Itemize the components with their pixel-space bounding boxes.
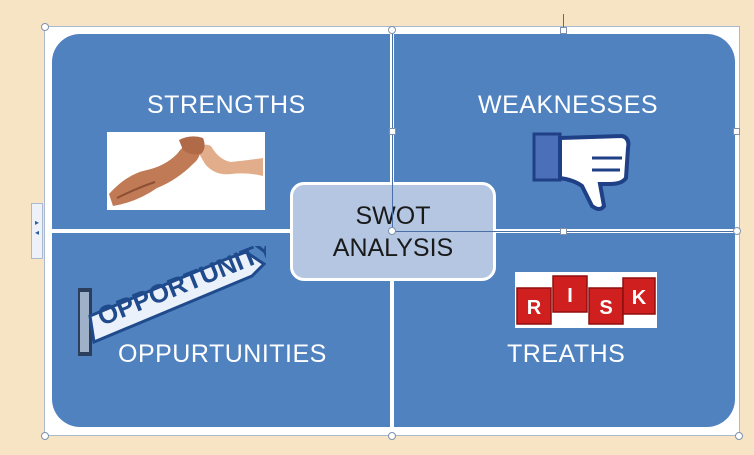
svg-text:S: S [599,297,612,319]
risk-block-r: R [516,287,552,325]
svg-text:I: I [567,285,573,307]
risk-block-s: S [588,287,624,325]
opportunities-label[interactable]: OPPURTUNITIES [118,340,327,368]
risk-block-i: I [552,275,588,313]
risk-block-k: K [622,277,656,315]
risk-blocks-icon[interactable]: R I S K [515,272,657,328]
weaknesses-label[interactable]: WEAKNESSES [478,91,659,119]
svg-text:R: R [527,297,542,319]
rotation-stem [563,14,564,30]
resize-handle[interactable] [560,27,567,34]
strengths-label[interactable]: STRENGTHS [147,91,306,119]
resize-handle[interactable] [388,227,396,235]
opportunity-sign-icon[interactable]: OPPORTUNITY [74,246,266,360]
opportunity-sign-text: OPPORTUNITY [93,246,266,332]
resize-handle[interactable] [389,128,396,135]
resize-handle[interactable] [733,128,740,135]
frame-handle-top-left[interactable] [41,23,49,31]
frame-handle-bottom-right[interactable] [735,432,743,440]
resize-handle[interactable] [388,26,396,34]
frame-handle-bottom-left[interactable] [41,432,49,440]
center-title-line2: ANALYSIS [332,233,454,262]
arm-wrestling-icon[interactable] [107,132,265,210]
threats-label[interactable]: TREATHS [507,340,626,368]
svg-text:K: K [632,287,647,309]
frame-handle-bottom[interactable] [388,432,396,440]
resize-handle[interactable] [560,228,567,235]
text-pane-toggle[interactable]: ▸◂ [31,203,43,259]
resize-handle[interactable] [733,227,741,235]
center-title-line1: SWOT [355,201,431,230]
thumbs-down-icon[interactable] [530,128,634,212]
